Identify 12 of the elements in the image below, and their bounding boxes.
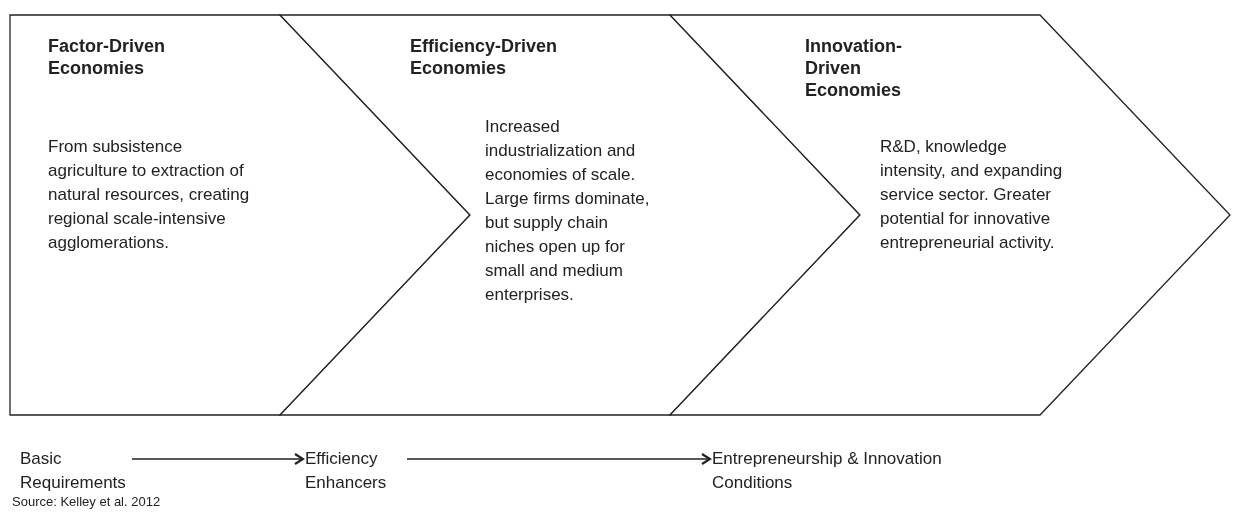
heading: Efficiency-Driven Economies <box>410 35 559 79</box>
arrow <box>406 452 712 466</box>
description-text: From subsistence agriculture to extraction of natural resources, creating regional scale-intensive agglomerations. <box>48 136 251 254</box>
description-text: Increased industrialization and economies of scale. Large firms dominate, but supply chain niches open up for small and medium enterprises. <box>485 116 651 306</box>
heading: Innovation-Driven Economies <box>805 35 903 101</box>
description-text: R&D, knowledge intensity, and expanding service sector. Greater potential for innovative entrepreneurial activity. <box>880 136 1064 254</box>
stage-label: Basic Requirements <box>20 448 127 494</box>
stage-label: Efficiency Enhancers <box>305 448 388 494</box>
source-note: Source: Kelley et al. 2012 <box>12 494 161 509</box>
heading: Factor-Driven Economies <box>48 35 167 79</box>
arrow <box>131 452 305 466</box>
stage-label: Entrepreneurship & Innovation Conditions <box>712 448 943 494</box>
